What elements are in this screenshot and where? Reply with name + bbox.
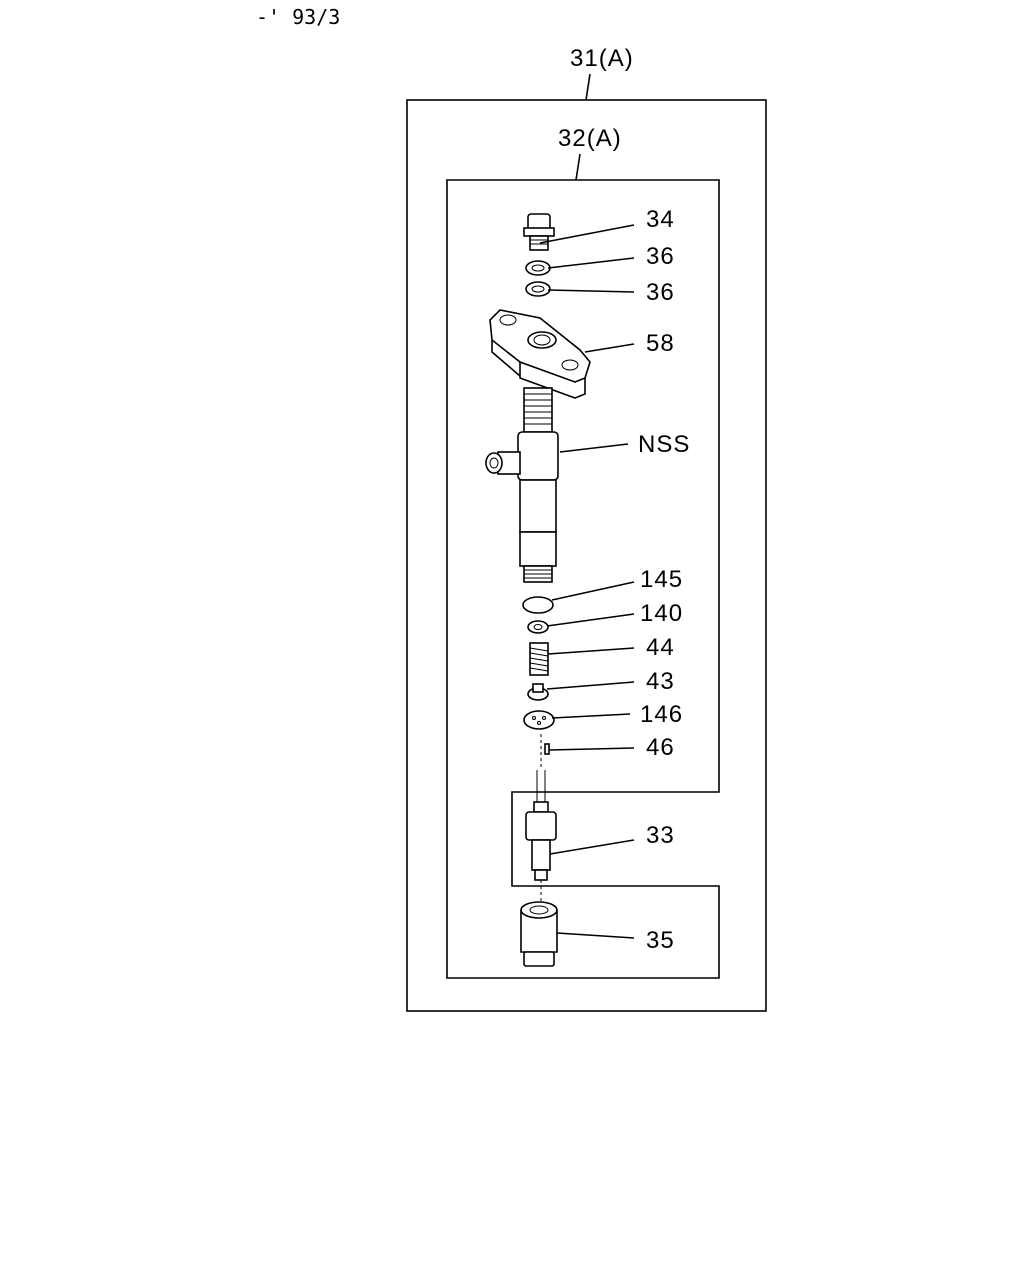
part-label-46: 46 <box>646 734 675 761</box>
leader-33 <box>549 839 635 855</box>
inner-label-leader <box>575 153 581 181</box>
leader-36-upper <box>547 257 635 269</box>
pin-part-46 <box>540 734 550 770</box>
bolt-part-34 <box>523 213 555 251</box>
part-label-35: 35 <box>646 927 675 954</box>
clamp-part-58 <box>489 309 591 399</box>
o-ring-part-145 <box>522 596 554 614</box>
nozzle-part-33 <box>525 770 557 881</box>
leader-36-lower <box>547 289 635 293</box>
leader-nss <box>559 443 629 453</box>
inner-frame <box>446 179 720 979</box>
outer-frame <box>406 99 767 1012</box>
washer-part-36-upper <box>525 260 551 276</box>
leader-58 <box>584 343 635 353</box>
outer-label-leader <box>585 73 591 101</box>
leader-35 <box>556 932 635 939</box>
leader-145 <box>551 581 635 601</box>
leader-46 <box>548 747 635 751</box>
inner-assembly-label: 32(A) <box>558 125 622 152</box>
part-label-43: 43 <box>646 668 675 695</box>
washer-part-36-lower <box>525 281 551 297</box>
leader-140 <box>546 613 635 627</box>
part-label-36-lower: 36 <box>646 279 675 306</box>
part-label-34: 34 <box>646 206 675 233</box>
injector-body-nss <box>485 387 559 583</box>
part-label-58: 58 <box>646 330 675 357</box>
header-ref: -' 93/3 <box>256 5 340 29</box>
part-label-33: 33 <box>646 822 675 849</box>
leader-43 <box>546 681 635 690</box>
part-label-145: 145 <box>640 566 683 593</box>
retaining-nut-part-35 <box>520 880 558 967</box>
part-label-36-upper: 36 <box>646 243 675 270</box>
washer-part-140 <box>527 620 549 634</box>
spring-seat-part-43 <box>527 683 549 701</box>
leader-44 <box>547 647 635 655</box>
part-label-140: 140 <box>640 600 683 627</box>
part-label-146: 146 <box>640 701 683 728</box>
part-label-44: 44 <box>646 634 675 661</box>
disc-part-146 <box>523 710 555 730</box>
spring-part-44 <box>529 642 549 676</box>
part-label-nss: NSS <box>638 431 690 458</box>
leader-34 <box>539 224 635 244</box>
leader-146 <box>551 713 631 719</box>
outer-assembly-label: 31(A) <box>570 45 634 72</box>
